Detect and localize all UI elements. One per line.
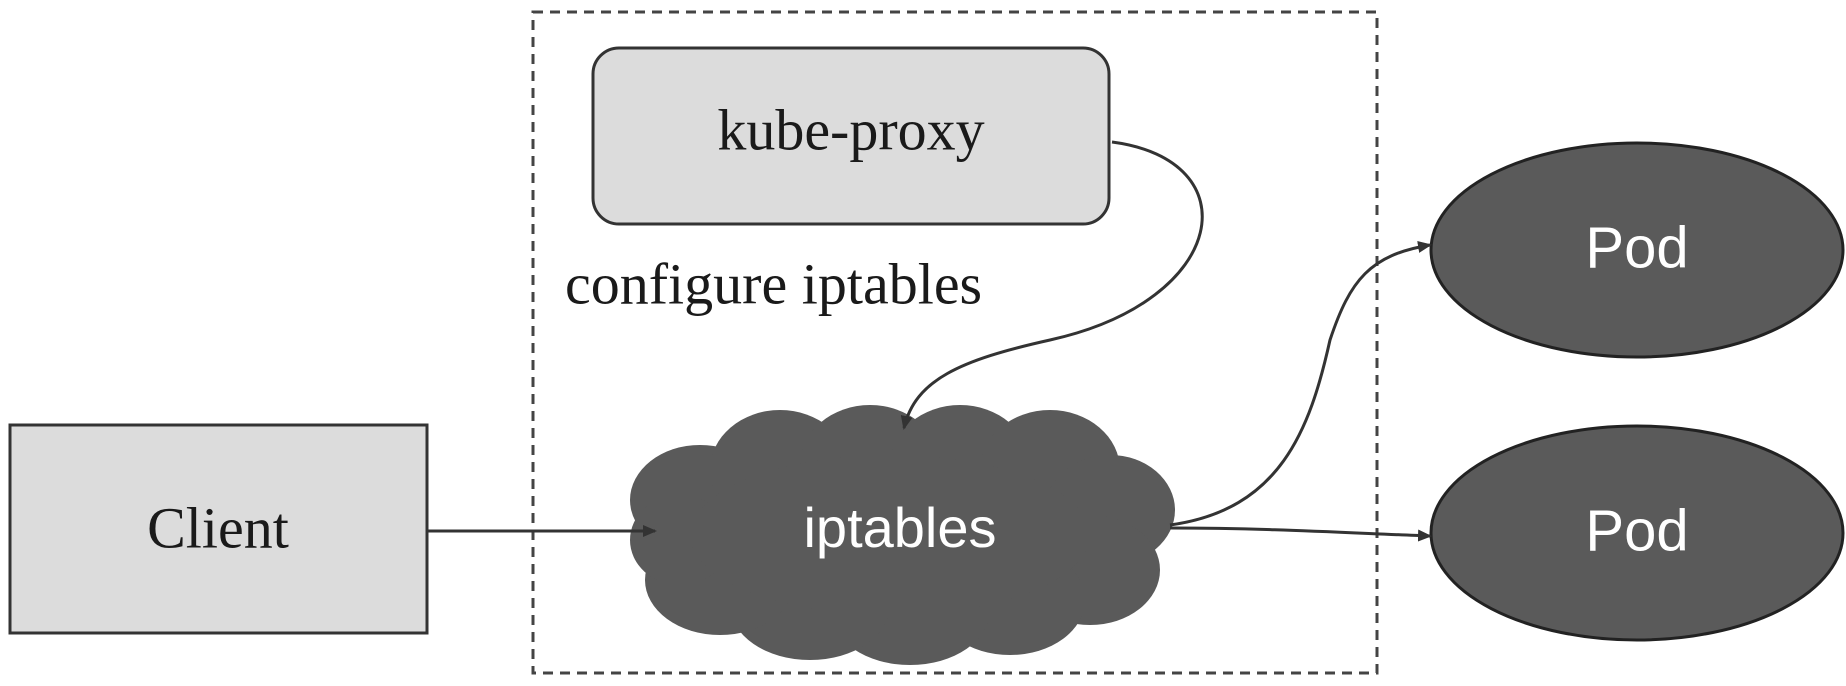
kube-proxy-box: [591, 46, 1111, 226]
configure-iptables-label: configure iptables: [565, 251, 982, 316]
client-label: Client: [147, 495, 289, 560]
pod-bottom-label: Pod: [1585, 498, 1688, 563]
arrow-iptables-to-pod-top: [1169, 241, 1432, 527]
client-box: [8, 423, 429, 635]
kube-proxy-label: kube-proxy: [717, 97, 984, 162]
iptables-cloud: [630, 405, 1175, 665]
pod-top-label: Pod: [1585, 215, 1688, 280]
node-boundary-box: [531, 10, 1379, 675]
arrow-iptables-to-pod-bottom: [1169, 526, 1432, 542]
iptables-label: iptables: [803, 496, 996, 559]
arrow-kube-proxy-to-iptables: [900, 140, 1204, 430]
